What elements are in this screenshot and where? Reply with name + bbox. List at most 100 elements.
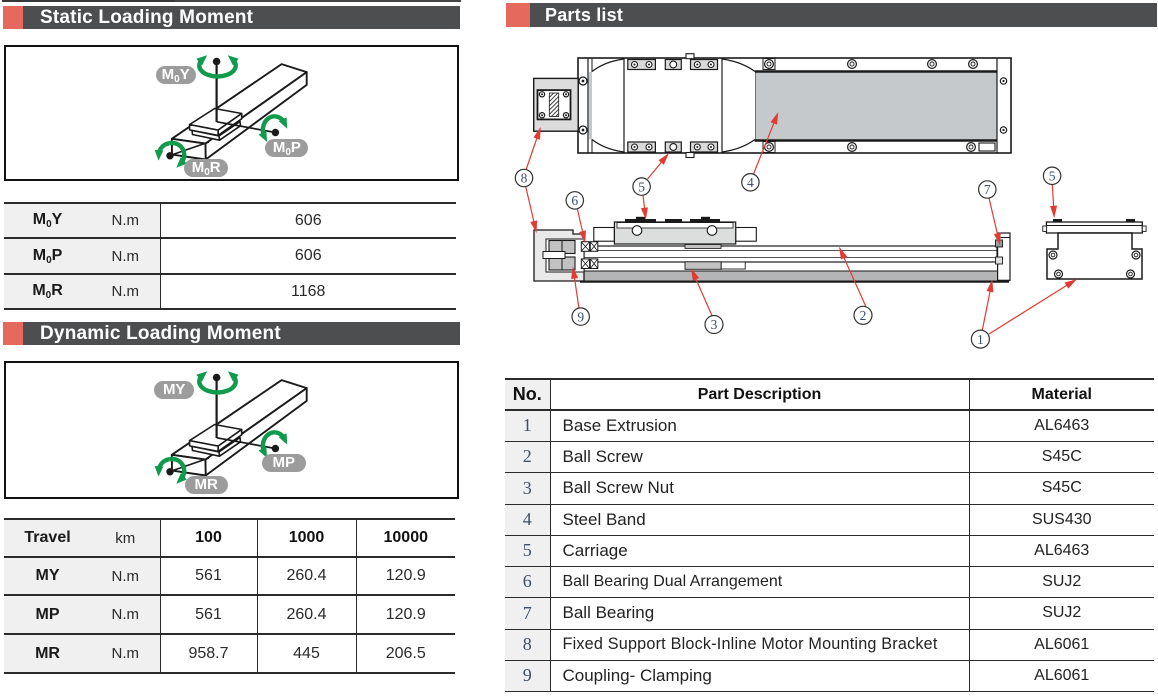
callout-9: 9 <box>571 307 590 326</box>
table-row: 2 Ball Screw S45C <box>505 440 1154 473</box>
row-label: MP <box>35 605 60 623</box>
svg-text:1: 1 <box>977 332 984 347</box>
callout-2: 2 <box>853 305 873 325</box>
table-row: MY N.m 561 260.4 120.9 <box>4 556 455 596</box>
row-label-cell: MY N.m <box>4 556 160 596</box>
svg-text:2: 2 <box>860 308 867 323</box>
value-cell: 606 <box>159 202 456 239</box>
part-description-cell: Steel Band <box>549 503 970 536</box>
accent-red-square <box>506 3 530 27</box>
callout-4: 4 <box>741 173 760 192</box>
value-cell: 445 <box>256 633 356 674</box>
part-number-cell: 2 <box>505 440 550 473</box>
row-label: MY <box>35 567 60 584</box>
row-label-group: M0R N.m <box>4 282 160 301</box>
table-row: 6 Ball Bearing Dual Arrangement SUJ2 <box>505 565 1154 598</box>
svg-text:5: 5 <box>638 179 645 194</box>
table-row: 3 Ball Screw Nut S45C <box>505 471 1154 505</box>
value-cell: 260.4 <box>256 556 356 596</box>
value-cell: 1168 <box>159 273 456 310</box>
table-row: 4 Steel Band SUS430 <box>505 503 1154 536</box>
part-description-cell: Ball Screw Nut <box>549 471 970 505</box>
row-label-cell: M0R N.m <box>4 273 160 310</box>
leader-3 <box>691 268 713 317</box>
row-label-group: Travel km <box>4 529 160 547</box>
value-cell: 120.9 <box>355 594 455 635</box>
header-value-cell: 10000 <box>355 518 455 558</box>
row-unit: N.m <box>111 567 140 585</box>
row-unit: N.m <box>111 645 140 662</box>
leader-1 <box>981 279 1077 335</box>
leader-9 <box>571 266 580 309</box>
leader-5a <box>640 153 670 220</box>
label-mp: MP <box>261 453 306 472</box>
row-label-group: MP N.m <box>4 606 160 624</box>
value-cell: 561 <box>159 594 257 635</box>
table-row: 1 Base Extrusion AL6463 <box>505 409 1154 442</box>
part-description-cell: Fixed Support Block-Inline Motor Mountin… <box>549 628 970 661</box>
accent-red-square <box>3 6 23 29</box>
svg-text:9: 9 <box>577 309 584 324</box>
header-value-cell: 1000 <box>256 518 356 558</box>
static-section-header: Static Loading Moment <box>3 6 460 29</box>
dynamic-moment-diagram: MY MP MR <box>4 361 459 499</box>
leader-2 <box>839 246 867 307</box>
table-row: 7 Ball Bearing SUJ2 <box>505 596 1154 630</box>
end-view <box>1042 219 1147 280</box>
table-row: M0P N.m 606 <box>4 237 456 275</box>
leader-7 <box>988 197 1001 246</box>
row-label: MR <box>35 644 60 662</box>
row-label: M0P <box>32 246 63 266</box>
value-cell: 120.9 <box>355 556 455 596</box>
static-moment-diagram: M0Y M0P M0R <box>4 45 459 181</box>
part-description-cell: Ball Screw <box>549 440 970 473</box>
row-label-cell: Travel km <box>4 518 160 558</box>
section-title: Static Loading Moment <box>40 7 254 28</box>
row-label-group: M0P N.m <box>4 247 160 266</box>
part-description-cell: Carriage <box>549 534 970 567</box>
label-m0y: M0Y <box>155 66 196 85</box>
parts-section-header: Parts list <box>506 3 1157 27</box>
svg-text:3: 3 <box>711 317 718 332</box>
dynamic-moment-figure <box>6 363 457 497</box>
row-unit: N.m <box>111 212 140 229</box>
part-number-cell: 8 <box>505 628 550 661</box>
accent-red-square <box>3 322 23 345</box>
part-number-cell: 7 <box>505 596 550 630</box>
dynamic-section-header: Dynamic Loading Moment <box>3 322 460 345</box>
column-header-description: Part Description <box>549 378 970 411</box>
callout-1: 1 <box>970 329 990 349</box>
row-label-group: M0Y N.m <box>4 211 160 230</box>
svg-text:5: 5 <box>1049 169 1056 184</box>
row-label-group: MR N.m <box>4 645 160 663</box>
value-cell: 606 <box>159 237 456 275</box>
top-edge-rule-thick <box>2 0 175 3</box>
section-title: Dynamic Loading Moment <box>40 323 281 344</box>
row-label: M0Y <box>32 211 63 230</box>
row-unit: km <box>115 529 136 547</box>
part-number-cell: 6 <box>505 565 550 598</box>
callout-5b: 5 <box>1042 166 1062 186</box>
row-unit: N.m <box>111 247 140 265</box>
leader-arrows <box>525 111 1077 335</box>
row-unit: N.m <box>111 606 140 623</box>
value-cell: 561 <box>159 556 257 596</box>
column-header-material: Material <box>969 378 1154 411</box>
leader-4 <box>752 111 779 175</box>
top-edge-rule <box>2 0 461 2</box>
part-description-cell: Ball Bearing <box>549 596 970 630</box>
callout-8: 8 <box>514 168 534 188</box>
label-my: MY <box>154 380 195 399</box>
parts-exploded-drawing: 8 5 6 9 3 2 4 7 5 1 <box>514 53 1147 349</box>
table-header-row: Travel km 100 1000 10000 <box>4 518 455 558</box>
table-row: M0R N.m 1168 <box>4 273 456 310</box>
part-number-cell: 3 <box>505 471 550 505</box>
svg-text:7: 7 <box>984 182 991 197</box>
leader-6 <box>576 208 586 244</box>
label-mr: MR <box>184 476 228 495</box>
svg-text:8: 8 <box>521 171 528 186</box>
row-label-cell: MP N.m <box>4 594 160 635</box>
row-label: Travel <box>24 529 71 546</box>
row-label-cell: M0P N.m <box>4 237 160 275</box>
